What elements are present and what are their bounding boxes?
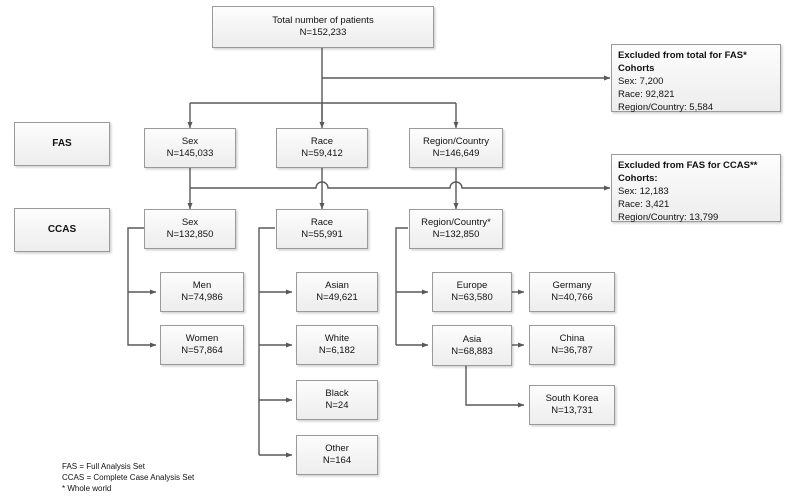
- box-line-2: N=40,766: [551, 292, 593, 303]
- box-men[interactable]: Men N=74,986: [160, 272, 244, 312]
- box-line-1: Sex: [181, 217, 199, 228]
- box-line-2: N=132,850: [166, 229, 214, 240]
- excluded-row-sex: Sex: 7,200: [618, 76, 664, 87]
- box-asia[interactable]: Asia N=68,883: [432, 325, 512, 366]
- box-line-1: Sex: [181, 136, 199, 147]
- box-fas-sex[interactable]: Sex N=145,033: [144, 128, 236, 168]
- group-label-text: FAS: [52, 138, 72, 149]
- box-white[interactable]: White N=6,182: [296, 325, 378, 365]
- excluded-row-race: Race: 92,821: [618, 89, 675, 100]
- box-fas-region-country[interactable]: Region/Country N=146,649: [409, 128, 503, 168]
- box-line-1: Asian: [325, 280, 349, 291]
- box-line-1: Other: [325, 443, 349, 454]
- box-line-2: N=132,850: [432, 229, 480, 240]
- box-line-1: Region/Country*: [421, 217, 491, 228]
- box-ccas-sex[interactable]: Sex N=132,850: [144, 209, 236, 249]
- box-excluded-fas-for-ccas[interactable]: Excluded from FAS for CCAS** Cohorts: Se…: [611, 154, 781, 223]
- box-europe[interactable]: Europe N=63,580: [432, 272, 512, 312]
- box-line-1: Women: [185, 333, 219, 344]
- box-line-1: Germany: [552, 280, 592, 291]
- box-line-2: N=6,182: [318, 345, 356, 356]
- box-line-1: Asia: [462, 333, 482, 345]
- box-line-1: Region/Country: [422, 136, 489, 147]
- box-line-1: Black: [325, 388, 349, 399]
- box-ccas-race[interactable]: Race N=55,991: [276, 209, 368, 249]
- box-germany[interactable]: Germany N=40,766: [529, 272, 615, 312]
- box-line-2: N=68,883: [451, 345, 493, 357]
- box-line-2: N=146,649: [432, 148, 480, 159]
- box-line-2: N=13,731: [551, 405, 593, 416]
- box-black[interactable]: Black N=24: [296, 380, 378, 420]
- excluded-head-line-1: Excluded from total for FAS*: [618, 50, 747, 61]
- box-line-2: N=49,621: [316, 292, 358, 303]
- box-total-patients[interactable]: Total number of patients N=152,233: [212, 6, 434, 48]
- footnote-fas: FAS = Full Analysis Set: [62, 462, 145, 471]
- box-line-1: Men: [192, 280, 212, 291]
- box-group-label-ccas[interactable]: CCAS: [14, 208, 110, 252]
- excluded-head-line-2: Cohorts: [618, 63, 655, 74]
- excluded2-row-sex: Sex: 12,183: [618, 186, 669, 197]
- box-line-1: Race: [310, 136, 334, 147]
- footnote-whole-world: * Whole world: [62, 484, 112, 493]
- box-line-1: South Korea: [545, 393, 599, 404]
- box-line-1: Europe: [456, 280, 488, 291]
- box-line-2: N=59,412: [301, 148, 343, 159]
- box-line-2: N=36,787: [551, 345, 593, 356]
- box-line-2: N=152,233: [299, 27, 347, 38]
- group-label-text: CCAS: [47, 224, 77, 235]
- box-excluded-total-for-fas[interactable]: Excluded from total for FAS* Cohorts Sex…: [611, 44, 781, 113]
- box-women[interactable]: Women N=57,864: [160, 325, 244, 365]
- box-china[interactable]: China N=36,787: [529, 325, 615, 365]
- box-line-1: China: [559, 333, 585, 344]
- box-line-2: N=57,864: [181, 345, 223, 356]
- box-fas-race[interactable]: Race N=59,412: [276, 128, 368, 168]
- excluded2-row-race: Race: 3,421: [618, 199, 670, 210]
- footnote-ccas: CCAS = Complete Case Analysis Set: [62, 473, 195, 482]
- box-group-label-fas[interactable]: FAS: [14, 122, 110, 166]
- box-line-1: Race: [310, 217, 334, 228]
- box-south-korea[interactable]: South Korea N=13,731: [529, 385, 615, 425]
- box-line-2: N=164: [322, 455, 352, 466]
- box-line-1: White: [324, 333, 350, 344]
- box-line-2: N=63,580: [451, 292, 493, 303]
- excluded2-head-line-2: Cohorts:: [618, 173, 658, 184]
- box-line-2: N=74,986: [181, 292, 223, 303]
- box-ccas-region-country[interactable]: Region/Country* N=132,850: [409, 209, 503, 249]
- excluded-row-region: Region/Country: 5,584: [618, 102, 714, 113]
- box-other[interactable]: Other N=164: [296, 435, 378, 475]
- box-line-2: N=55,991: [301, 229, 343, 240]
- box-asian[interactable]: Asian N=49,621: [296, 272, 378, 312]
- excluded2-head-line-1: Excluded from FAS for CCAS**: [618, 160, 758, 171]
- box-line-2: N=24: [325, 400, 349, 411]
- box-line-2: N=145,033: [166, 148, 214, 159]
- box-line-1: Total number of patients: [272, 15, 374, 26]
- excluded2-row-region: Region/Country: 13,799: [618, 212, 719, 223]
